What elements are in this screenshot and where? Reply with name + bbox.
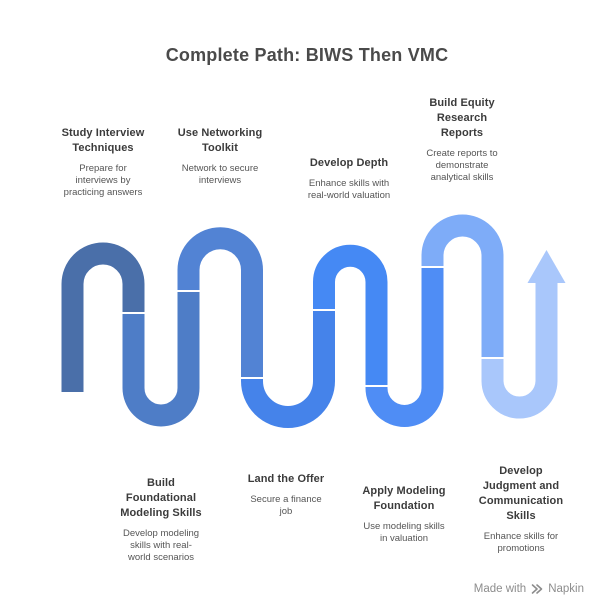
step-title: Develop Judgment and Communication Skill… [478,465,564,522]
step-description: Secure a finance job [250,494,322,517]
made-with-napkin-credit: Made with Napkin [474,583,584,595]
path-segment-3 [177,227,263,378]
step-title: Develop Depth [309,157,389,169]
step-description: Prepare for interviews by practicing ans… [63,163,143,198]
path-segment-2 [122,291,200,427]
page-title: Complete Path: BIWS Then VMC [165,45,449,65]
step-label-land-the-offer: Land the Offer Secure a finance job [216,472,356,518]
step-label-study-interview: Study Interview Techniques Prepare for i… [33,126,173,199]
step-description: Network to secure interviews [181,163,259,186]
path-segment-4 [241,310,335,428]
path-segment-1 [61,242,145,392]
path-segment-5 [313,244,388,386]
step-description: Use modeling skills in valuation [363,521,445,544]
path-segment-7 [421,214,504,358]
step-label-networking-toolkit: Use Networking Toolkit Network to secure… [150,126,290,187]
step-label-equity-research: Build Equity Research Reports Create rep… [392,96,532,184]
step-title: Build Foundational Modeling Skills [120,477,202,519]
path-segment-8 [481,282,558,419]
arrow-head [527,250,566,283]
step-title: Land the Offer [247,473,325,485]
step-title: Build Equity Research Reports [429,97,495,139]
made-with-text: Made with [473,583,527,595]
step-label-develop-depth: Develop Depth Enhance skills with real-w… [279,156,419,202]
step-description: Develop modeling skills with real- world… [122,528,200,563]
step-description: Create reports to demonstrate analytical… [426,148,498,183]
napkin-brand-text: Napkin [548,583,584,595]
step-label-judgment-communication: Develop Judgment and Communication Skill… [451,464,591,555]
step-title: Apply Modeling Foundation [362,485,446,512]
step-label-apply-modeling: Apply Modeling Foundation Use modeling s… [334,484,474,545]
path-segment-6 [365,267,444,427]
step-description: Enhance skills for promotions [483,531,559,554]
step-title: Study Interview Techniques [61,127,145,154]
step-description: Enhance skills with real-world valuation [307,178,391,201]
napkin-logo-icon [531,584,543,594]
segment-separators [121,266,505,387]
step-title: Use Networking Toolkit [177,127,263,154]
step-label-foundational-modeling: Build Foundational Modeling Skills Devel… [91,476,231,564]
